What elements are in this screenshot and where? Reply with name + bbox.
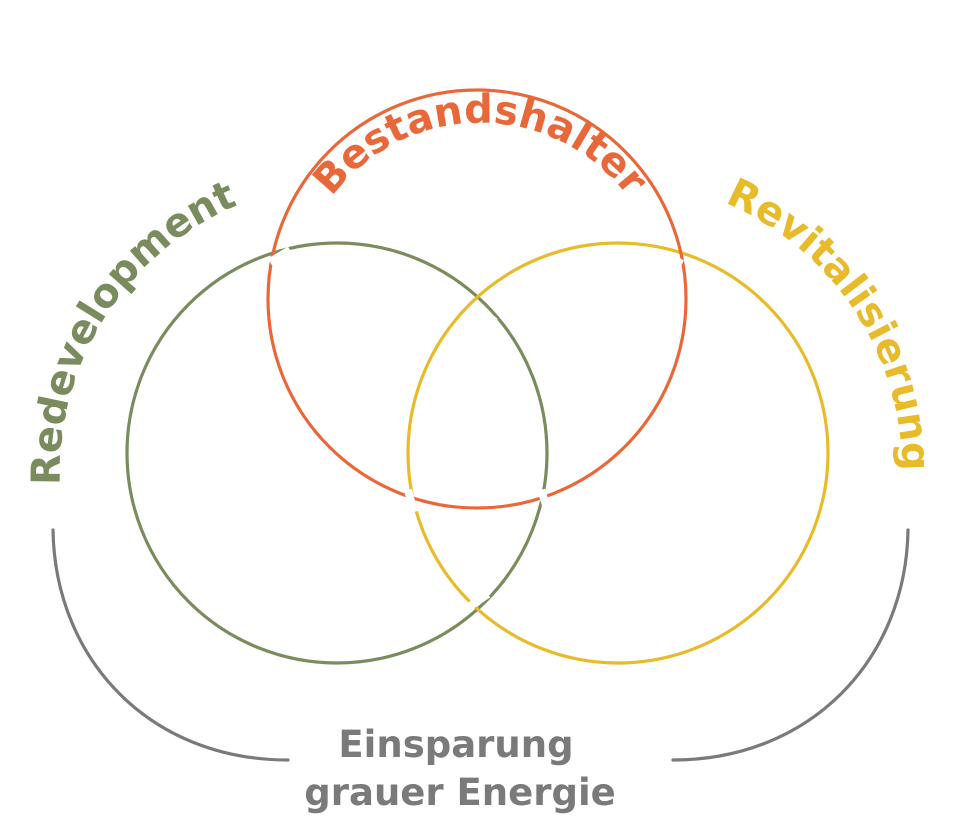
caption-bracket-left xyxy=(51,528,290,762)
caption-line-1: Einsparung xyxy=(338,723,573,766)
revitalisierung-label: Revitalisierung xyxy=(720,170,938,472)
redevelopment-label-text: Redevelopment xyxy=(24,172,243,485)
caption-bracket-right xyxy=(671,528,910,762)
revitalisierung-circle xyxy=(406,241,830,665)
bestandshalter-circle xyxy=(266,88,688,510)
redevelopment-circle xyxy=(125,241,549,665)
revitalisierung-label-text: Revitalisierung xyxy=(720,170,938,472)
crossing-gaps xyxy=(267,246,684,610)
bestandshalter-label: Bestandshalter xyxy=(304,87,656,204)
bestandshalter-label-text: Bestandshalter xyxy=(304,87,656,204)
caption-line-2: grauer Energie xyxy=(304,771,615,814)
redevelopment-label: Redevelopment xyxy=(24,172,243,485)
